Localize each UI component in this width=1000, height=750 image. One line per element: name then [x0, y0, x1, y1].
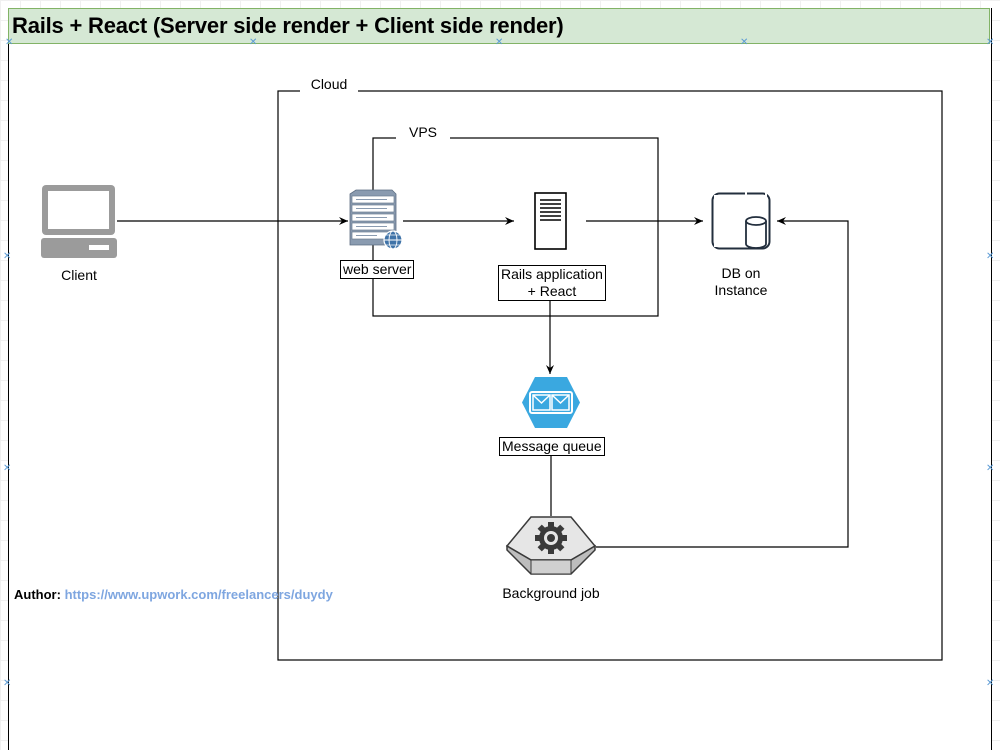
handle-marker: ✕: [740, 37, 749, 48]
message-queue-label: Message queue: [499, 437, 605, 456]
server-tower-icon[interactable]: [534, 192, 567, 250]
client-label: Client: [61, 267, 97, 283]
database-instance-icon[interactable]: [711, 192, 771, 250]
title-bar[interactable]: Rails + React (Server side render + Clie…: [8, 8, 990, 44]
background-job-label: Background job: [502, 585, 600, 601]
handle-marker: ✕: [5, 37, 14, 48]
db-label: DB on Instance: [700, 265, 782, 299]
rails-app-label-line2: + React: [527, 283, 577, 299]
handle-marker: ✕: [986, 463, 995, 474]
handle-marker: ✕: [986, 37, 995, 48]
cloud-group-border[interactable]: [277, 90, 943, 661]
message-queue-icon[interactable]: [521, 376, 581, 429]
rails-app-label-line1: Rails application: [501, 266, 603, 282]
handle-marker: ✕: [3, 251, 12, 262]
page-title: Rails + React (Server side render + Clie…: [12, 13, 564, 38]
web-server-rack-icon[interactable]: [347, 189, 404, 252]
handle-marker: ✕: [495, 37, 504, 48]
handle-marker: ✕: [986, 678, 995, 689]
edge-job-to-db[interactable]: [596, 217, 849, 548]
author-line: Author: https://www.upwork.com/freelance…: [14, 587, 333, 602]
vps-group-label: VPS: [396, 124, 450, 141]
handle-marker: ✕: [986, 251, 995, 262]
handle-marker: ✕: [3, 463, 12, 474]
handle-marker: ✕: [3, 678, 12, 689]
author-label: Author:: [14, 587, 61, 602]
gear-job-icon[interactable]: [505, 516, 597, 578]
rails-app-label: Rails application + React: [498, 265, 606, 301]
page-frame: [8, 8, 992, 750]
web-server-label: web server: [340, 260, 415, 279]
desktop-computer-icon[interactable]: [40, 184, 118, 260]
cloud-group-label: Cloud: [300, 76, 358, 93]
handle-marker: ✕: [249, 37, 258, 48]
author-link[interactable]: https://www.upwork.com/freelancers/duydy: [64, 587, 333, 602]
db-label-line2: Instance: [714, 282, 768, 298]
db-label-line1: DB on: [721, 265, 761, 281]
